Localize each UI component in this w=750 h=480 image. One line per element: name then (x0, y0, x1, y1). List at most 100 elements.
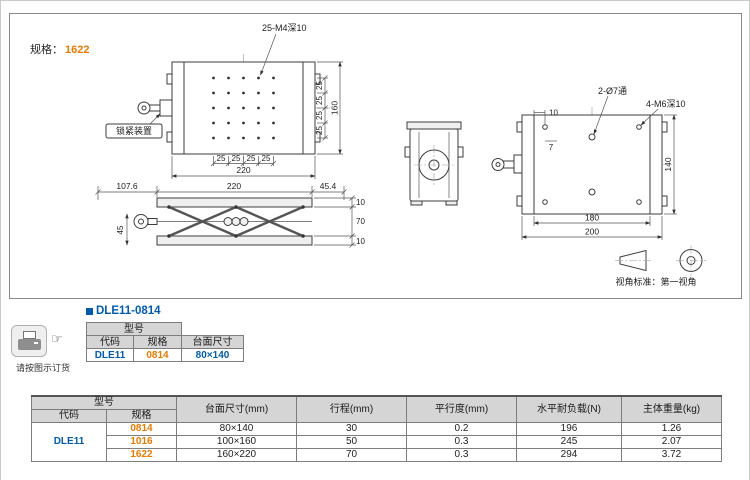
dim-label: 25 (217, 154, 226, 163)
dim-top-pitch-vertical: 25 25 25 25 (315, 75, 328, 141)
dim-label: 10 (356, 237, 365, 246)
part-number: DLE11-0814 (96, 305, 161, 317)
dim-bottom-offsets: 10 7 (533, 109, 558, 152)
spec-cell-size: 160×220 (176, 447, 297, 462)
spec-header-model: 型号 (31, 395, 177, 410)
fax-body (18, 339, 41, 350)
view-standard-label: 视角标准：第一视角 (615, 276, 696, 287)
end-view-drawing (404, 121, 464, 206)
dim-top-width: 220 (171, 156, 316, 179)
fax-icon (11, 325, 47, 357)
spec-row: 1016 100×160 50 0.3 245 2.07 (32, 434, 722, 449)
dim-label: 25 (315, 111, 324, 120)
spec-cell-weight: 3.72 (621, 447, 722, 462)
bottom-knob (491, 154, 523, 174)
spec-cell-load: 245 (516, 434, 622, 449)
spec-cell-spec: 1622 (106, 447, 177, 462)
spec-cell-travel: 50 (296, 434, 407, 449)
note-holes-top: 25-M4深10 (262, 23, 307, 33)
part-number-title: DLE11-0814 (86, 305, 161, 317)
dim-label: 10 (549, 109, 558, 118)
spec-header-code: 代码 (31, 408, 107, 423)
hole-grid (212, 76, 275, 140)
bottom-view-drawing: 2-Ø7通 4-M6深10 10 7 180 (491, 86, 686, 240)
dim-label: 107.6 (116, 181, 138, 191)
spec-cell-spec: 0814 (106, 421, 177, 436)
dim-label: 7 (549, 143, 554, 152)
spec-cell-spec: 1016 (106, 434, 177, 449)
dim-side-chain: 107.6 220 45.4 (95, 181, 347, 200)
order-instruction: 请按图示订货 (15, 363, 70, 373)
ordering-col-size: 台面尺寸 (181, 335, 244, 349)
dim-label: 25 (315, 126, 324, 135)
dim-label: 25 (262, 154, 271, 163)
spec-cell-weight: 2.07 (621, 434, 722, 449)
dim-top-height: 160 (317, 61, 343, 155)
spec-cell-size: 80×140 (176, 421, 297, 436)
dim-label: 25 (232, 154, 241, 163)
dim-label: 10 (356, 198, 365, 207)
first-angle-symbol: 视角标准：第一视角 (615, 245, 706, 287)
dim-top-pitch-horizontal: 25 25 25 25 (210, 154, 277, 167)
dim-label: 220 (236, 165, 250, 175)
dim-label: 25 (315, 96, 324, 105)
ordering-model-header: 型号 (86, 322, 182, 336)
ordering-col-code: 代码 (86, 335, 134, 349)
lock-knob (137, 99, 173, 117)
fax-paper (23, 331, 36, 339)
ordering-row: DLE11 0814 80×140 (86, 348, 244, 362)
spec-cell-parallelism: 0.3 (406, 447, 517, 462)
spec-label: 规格： (30, 44, 63, 56)
dim-label: 25 (315, 81, 324, 90)
spec-cell-load: 196 (516, 421, 622, 436)
ordering-col-spec: 规格 (133, 335, 182, 349)
dim-label: 45.4 (320, 181, 337, 191)
side-view-drawing: 107.6 220 45.4 10 70 10 (95, 181, 365, 248)
spec-header-parallelism: 平行度(mm) (406, 395, 517, 423)
spec-header-spec: 规格 (106, 408, 177, 423)
spec-value: 1622 (65, 44, 90, 56)
side-knob (133, 214, 158, 229)
spec-cell-parallelism: 0.3 (406, 434, 517, 449)
dim-label: 70 (356, 217, 365, 226)
dim-bottom-outer-width: 200 (521, 216, 663, 240)
spec-cell-travel: 70 (296, 447, 407, 462)
spec-cell-weight: 1.26 (621, 421, 722, 436)
dim-label: 180 (585, 213, 599, 223)
engineering-drawing: 25-M4深10 锁紧装置 25 25 25 25 (95, 23, 706, 287)
spec-header-load: 水平耐负载(N) (516, 395, 622, 423)
spec-cell-parallelism: 0.2 (406, 421, 517, 436)
technical-drawing-panel: 规格：1622 (9, 13, 742, 299)
note-thru-holes: 2-Ø7通 (598, 86, 627, 96)
title-square-icon (86, 307, 93, 315)
note-m6-holes: 4-M6深10 (646, 99, 686, 109)
dim-label: 220 (227, 181, 241, 191)
dim-label: 200 (585, 227, 599, 237)
drawing-spec-line: 规格：1622 (30, 41, 89, 57)
dim-label: 160 (330, 101, 340, 115)
note-lock-label: 锁紧装置 (116, 125, 152, 136)
spec-header-weight: 主体重量(kg) (621, 395, 722, 423)
spec-row: 1622 160×220 70 0.3 294 3.72 (32, 447, 722, 462)
ordering-code-value: DLE11 (86, 348, 134, 362)
ordering-table: 型号 代码 规格 台面尺寸 DLE11 0814 80×140 (86, 322, 244, 362)
spec-cell-travel: 30 (296, 421, 407, 436)
dim-side-base: 45 (116, 213, 129, 246)
dim-bottom-height: 140 (663, 114, 677, 215)
dim-label: 45 (116, 225, 125, 234)
ordering-size-value: 80×140 (181, 348, 244, 362)
spec-cell-load: 294 (516, 447, 622, 462)
spec-header-size: 台面尺寸(mm) (176, 395, 297, 423)
spec-table: 型号 台面尺寸(mm) 行程(mm) 平行度(mm) 水平耐负载(N) 主体重量… (31, 395, 722, 462)
spec-row: DLE11 0814 80×140 30 0.2 196 1.26 (31, 421, 722, 462)
top-view-drawing: 25-M4深10 锁紧装置 25 25 25 25 (105, 23, 343, 179)
pointing-hand-icon: ☞ (51, 331, 63, 346)
dim-label: 140 (663, 157, 673, 171)
dim-side-heights: 10 70 10 (314, 195, 365, 248)
ordering-spec-value: 0814 (133, 348, 182, 362)
dim-bottom-inner-width: 180 (533, 213, 651, 226)
dim-label: 25 (247, 154, 256, 163)
spec-header-travel: 行程(mm) (296, 395, 407, 423)
ordering-table-spacer (182, 323, 244, 336)
